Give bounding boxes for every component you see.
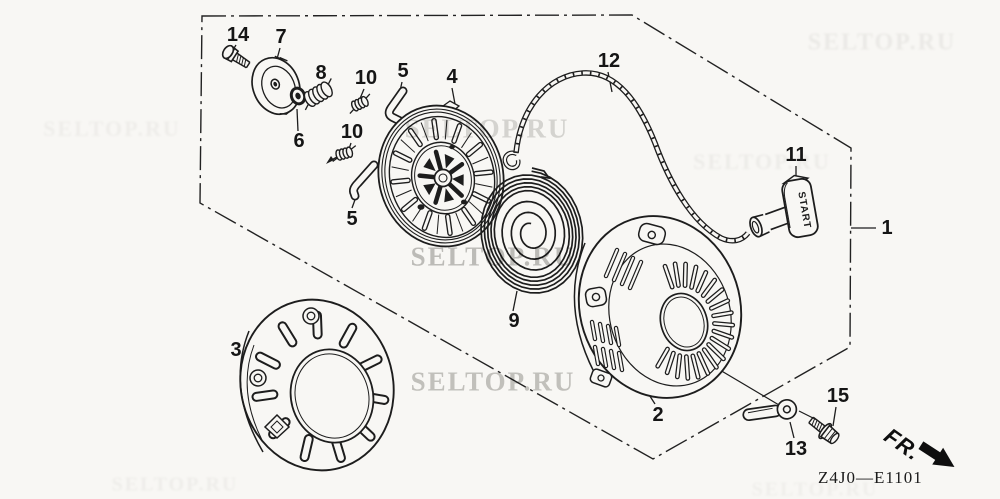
part-callout-8: 8 xyxy=(315,62,327,84)
part-callout-2: 2 xyxy=(652,404,664,426)
part-14-bolt xyxy=(221,44,251,69)
part-callout-5: 5 xyxy=(397,60,409,82)
part-callout-12: 12 xyxy=(597,50,621,72)
part-8-spring xyxy=(303,78,333,111)
part-callout-5: 5 xyxy=(346,208,358,230)
part-callout-10: 10 xyxy=(354,67,378,89)
part-callout-1: 1 xyxy=(881,217,893,239)
diagram-code: Z4J0—E1101 xyxy=(818,468,923,487)
part-13-pawl xyxy=(742,398,798,422)
part-callout-14: 14 xyxy=(226,24,250,46)
part-callout-6: 6 xyxy=(293,130,305,152)
part-callout-4: 4 xyxy=(446,66,458,88)
part-callout-7: 7 xyxy=(275,26,287,48)
part-callout-10: 10 xyxy=(340,121,364,143)
part-2-starter-case xyxy=(573,215,743,399)
part-callout-11: 11 xyxy=(785,144,807,166)
front-direction-arrow-icon xyxy=(918,441,955,467)
part-11-starter-grip: START xyxy=(749,174,819,239)
spring-hook-arrowhead xyxy=(326,156,334,164)
part-4-pulley xyxy=(377,100,505,248)
part-callout-13: 13 xyxy=(784,438,808,460)
part-callout-3: 3 xyxy=(230,339,242,361)
part-3-fan-cover xyxy=(239,298,395,472)
part-5-guide-lower xyxy=(349,160,379,201)
assembly-boundary-outline xyxy=(199,14,852,460)
part-10-spring-lower xyxy=(332,145,357,163)
part-9-spiral-spring xyxy=(480,167,584,294)
part-callout-15: 15 xyxy=(826,385,850,407)
part-7-ratchet-plate xyxy=(251,55,301,116)
part-5-guide-upper xyxy=(384,86,413,130)
part-15-bolt xyxy=(808,416,840,445)
part-6-washer xyxy=(289,86,307,106)
part-callout-9: 9 xyxy=(508,310,520,332)
part-10-spring-upper xyxy=(349,93,371,114)
part-12-rope xyxy=(502,70,751,244)
